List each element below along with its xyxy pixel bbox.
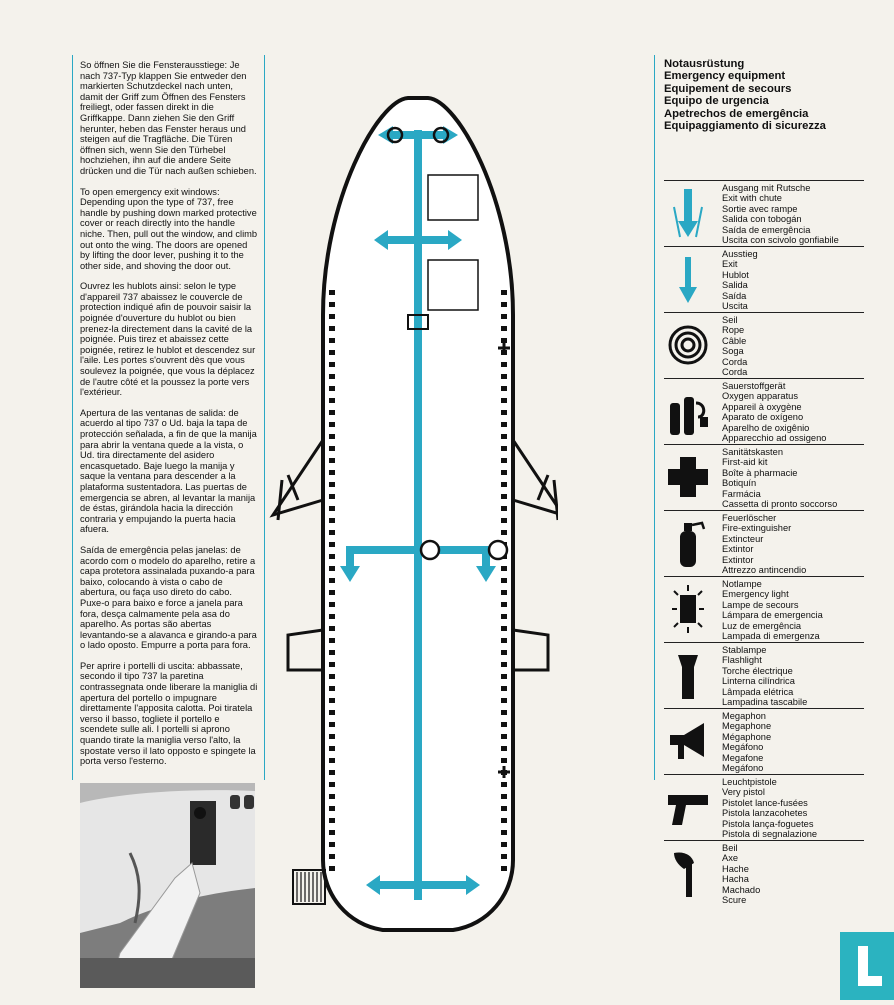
left-blue-rule	[72, 55, 73, 780]
right-stabilizer	[512, 628, 550, 672]
flashlight-icon	[678, 655, 698, 699]
emergency-light-aisle	[407, 314, 429, 330]
rope-icon	[668, 325, 708, 365]
emergency-equipment-legend: Notausrüstung Emergency equipment Equipe…	[664, 58, 864, 905]
instruction-german: So öffnen Sie die Fensterausstiege: Je n…	[80, 60, 257, 176]
first-aid-forward	[498, 342, 510, 354]
middle-blue-rule	[264, 55, 265, 780]
instruction-english: To open emergency exit windows: Dependin…	[80, 186, 258, 271]
right-wing	[511, 439, 558, 516]
oxygen-icon	[670, 397, 708, 435]
aircraft-floor-plan	[269, 96, 558, 932]
exit-arrow-wing-right	[476, 566, 496, 582]
instruction-portuguese: Saída de emergência pelas janelas: de ac…	[80, 544, 257, 651]
exit-icon	[679, 257, 697, 303]
fire-extinguisher-icon	[680, 521, 706, 567]
logo-mark	[840, 932, 894, 1000]
instruction-spanish: Apertura de las ventanas de salida: de a…	[80, 407, 257, 535]
first-aid-aft	[498, 766, 510, 778]
evacuation-slide-photo	[80, 783, 255, 988]
exit-arrow-rear-right	[466, 875, 480, 895]
airstair	[292, 869, 326, 905]
rope-front-right	[432, 126, 450, 144]
exit-arrow-mid-left	[374, 230, 388, 250]
instruction-italian: Per aprire i portelli di uscita: abbassa…	[80, 660, 258, 767]
axe-icon	[674, 852, 694, 897]
emergency-light-icon	[672, 585, 704, 633]
rope-wing-left	[419, 539, 441, 561]
rope-front-left	[386, 126, 404, 144]
left-engine	[276, 474, 300, 521]
very-pistol-icon	[668, 795, 708, 825]
left-wing	[269, 439, 325, 518]
exit-arrow-wing-left	[340, 566, 360, 582]
exit-with-chute-icon	[673, 189, 703, 238]
right-engine	[536, 474, 558, 521]
galley-forward	[427, 259, 479, 311]
evacuation-aisle	[414, 130, 422, 900]
instructions-column: So öffnen Sie die Fensterausstiege: Je n…	[80, 60, 258, 777]
right-blue-rule	[654, 55, 655, 780]
exit-arrow-mid-right	[448, 230, 462, 250]
exit-arrow-rear-left	[366, 875, 380, 895]
instruction-french: Ouvrez les hublots ainsi: selon le type …	[80, 281, 256, 398]
legend-title: Notausrüstung Emergency equipment Equipe…	[664, 58, 826, 133]
left-stabilizer	[286, 628, 324, 672]
megaphone-icon	[670, 723, 704, 759]
rope-wing-right	[487, 539, 509, 561]
first-aid-icon	[668, 457, 708, 497]
